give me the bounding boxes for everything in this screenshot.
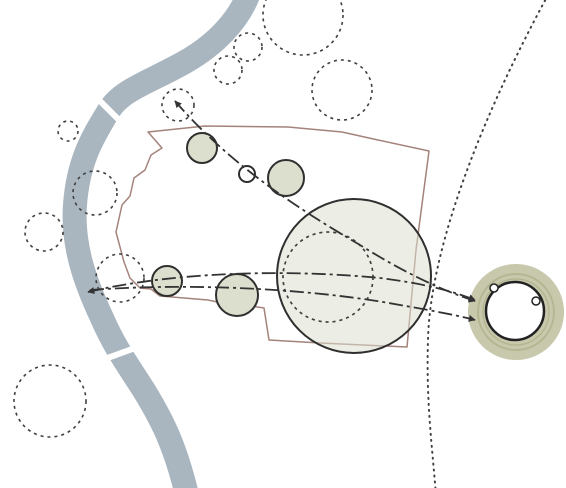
target-ring-inner [477,273,555,351]
dotted-circle [57,120,79,142]
focus-node [186,132,218,164]
bridge-north [97,98,127,128]
river-channel [62,0,260,488]
bridge-south [100,345,137,363]
dotted-circle [72,170,118,216]
dotted-boundary-arc [426,0,547,488]
dotted-circle [95,253,145,303]
dotted-circle [13,364,87,438]
dotted-circle [24,212,64,252]
movement-arrows [87,100,476,322]
arrow-diagonal [174,100,476,303]
target-ring-inner [482,278,550,346]
focus-node [151,265,183,297]
dotted-circle [213,55,243,85]
dotted-circle [262,0,344,56]
arrow-horizontal-upper [87,272,476,301]
focus-node [215,273,259,317]
focus-node-large [276,198,432,354]
arrow-horizontal-lower [89,285,476,322]
dotted-circle [233,32,263,62]
target-marker [531,296,541,306]
target-core [484,280,546,342]
river [62,0,260,488]
target-marker [489,283,499,293]
dotted-circle [311,59,373,121]
destination-target [468,264,564,360]
